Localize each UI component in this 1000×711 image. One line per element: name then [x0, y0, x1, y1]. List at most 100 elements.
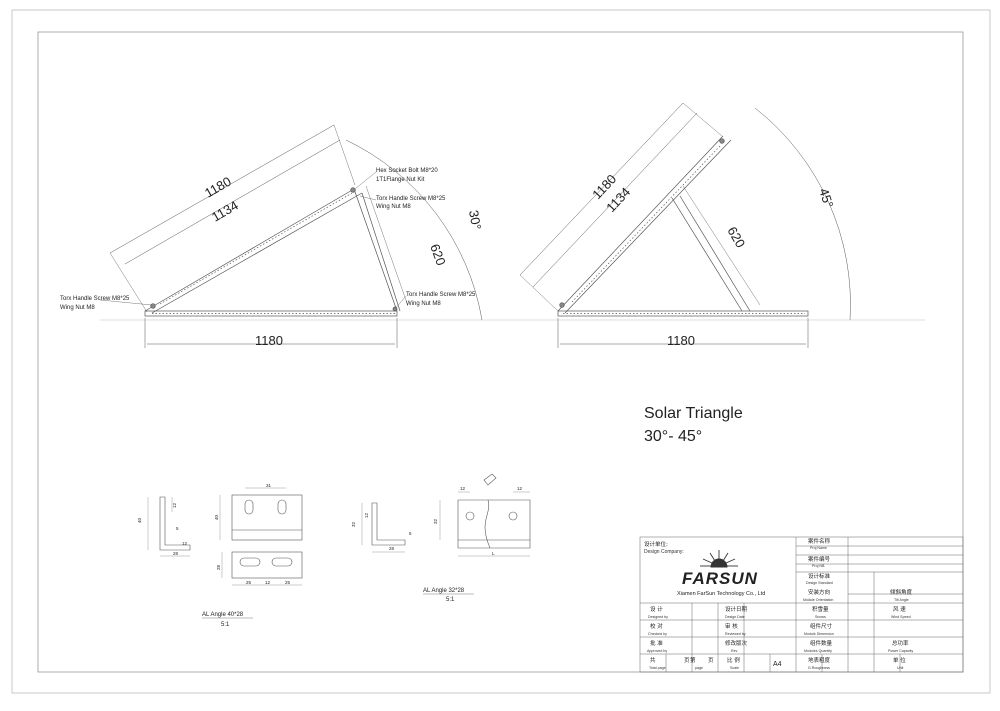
al40-dim-w: 12 [182, 541, 188, 546]
tb-rough-cn: 地表粗度 [808, 656, 831, 664]
note-torx-left: Torx Handle Screw M8*25 [60, 296, 130, 302]
tb-cell-en: Module Dimension [804, 632, 834, 636]
al32-dim-slot: 12 [364, 512, 369, 518]
tb-total-page-cn: 页 [684, 657, 690, 664]
tb-cell-en: Wind Speed [891, 615, 911, 619]
al40-dim-28: 28 [216, 564, 221, 570]
drawing-subtitle: 30°- 45° [644, 428, 702, 445]
right-triangle-assembly [519, 102, 851, 348]
tb-design-company-en: Design Company: [644, 549, 684, 555]
right-angle-dim: 45° [816, 186, 836, 209]
al40-dim-t: 5 [176, 526, 179, 531]
note-wing-top: Wing Nut M8 [376, 204, 411, 210]
tb-row-label-en: Proj Name [810, 546, 827, 550]
tb-tilt-en: Tilt Angle [894, 598, 909, 602]
tb-cell-en: Approved by [647, 649, 667, 653]
tb-company-name: Xiamen FarSun Technology Co., Ltd [677, 591, 765, 597]
tb-num-cn: 第 [690, 656, 696, 664]
al32-dim-t: 5 [409, 531, 412, 536]
al40-dim-31: 31 [266, 483, 272, 488]
detail-al-angle-40x28 [147, 487, 303, 586]
drawing-title: Solar Triangle [644, 405, 743, 422]
tb-cell-en: Checked by [648, 632, 667, 636]
note-wing-right: Wing Nut M8 [406, 301, 441, 307]
tb-design-company-cn: 设计单位: [644, 540, 668, 548]
outer-frame [11, 9, 991, 694]
tb-row-label-en: Design Standard [806, 581, 833, 585]
right-base-dim: 1180 [667, 333, 695, 348]
al32-dim-L: L [492, 551, 495, 556]
note-torx-right: Torx Handle Screw M8*25 [406, 292, 476, 298]
tb-row-label-en: Proj NB. [812, 564, 825, 568]
al40-dim-slot: 12 [172, 502, 177, 508]
al40-dim-40b: 40 [214, 514, 219, 520]
note-wing-left: Wing Nut M8 [60, 305, 95, 311]
tb-unit-cn: 单 位 [893, 656, 906, 664]
left-triangle-assembly [109, 124, 483, 348]
tb-scale-cn: 比 例 [727, 656, 740, 664]
tb-paper-size: A4 [773, 661, 782, 668]
title-block [639, 536, 964, 673]
tb-num-page-cn: 页 [708, 657, 714, 664]
tb-cell-en: Design Date [725, 615, 745, 619]
tb-cell-cn: 组件数量 [810, 639, 833, 647]
note-flange-kit: 1T1Flange Nut Kit [376, 177, 425, 183]
left-base-dim: 1180 [255, 333, 283, 348]
al40-label: AL Angle 40*28 [202, 612, 244, 618]
left-panel-rail [144, 188, 355, 312]
al40-dim-h: 40 [137, 517, 142, 523]
right-rear-leg [671, 197, 743, 312]
right-base-rail [557, 310, 809, 317]
note-hex-bolt: Hex Socket Bolt M8*20 [376, 168, 438, 174]
note-torx-top: Torx Handle Screw M8*25 [376, 196, 446, 202]
left-base-rail [144, 310, 398, 317]
right-panel-rail [557, 135, 724, 312]
left-leg-dim: 620 [427, 242, 449, 268]
tb-cell-cn: 积雪量 [812, 606, 829, 613]
tb-rough-en: G.Roughness [808, 666, 830, 670]
al32-dim-h: 32 [351, 521, 356, 527]
farsun-sun-icon [700, 550, 738, 568]
tb-cell-cn: 批 准 [650, 639, 663, 647]
tb-cell-cn: 审 核 [725, 622, 738, 630]
tb-scale-en: Scale [730, 666, 739, 670]
tb-row-label-cn: 设计标准 [808, 572, 831, 580]
tb-row-label-cn: 安装方向 [808, 588, 830, 596]
al40-dim-25b: 25 [285, 580, 291, 585]
tb-row-label-cn: 案件编号 [808, 555, 831, 563]
tb-cell-en: Reviewed by [725, 632, 746, 636]
tb-cell-cn: 总功率 [892, 639, 909, 647]
al32-dim-12a: 12 [460, 486, 466, 491]
tb-cell-cn: 组件尺寸 [810, 622, 833, 630]
al32-label: AL Angle 32*28 [423, 588, 465, 594]
tb-cell-en: Modules Quantity [804, 649, 832, 653]
right-leg-dim: 620 [724, 224, 748, 250]
tb-total-en: Total page [649, 666, 666, 670]
tb-cell-en: Designed by [648, 615, 668, 619]
inner-frame [37, 31, 964, 673]
tb-unit-en: Unit [897, 666, 903, 670]
tb-cell-cn: 风 速 [893, 606, 906, 613]
tb-cell-cn: 设计日期 [725, 605, 748, 613]
tb-cell-en: Snows [815, 615, 826, 619]
tb-row-label-cn: 案件名称 [808, 537, 831, 545]
al32-dim-12b: 12 [517, 486, 523, 491]
tb-cell-en: Rev [731, 649, 738, 653]
farsun-logo: FARSUN [682, 569, 758, 588]
left-rear-leg [353, 188, 398, 312]
tb-cell-cn: 设 计 [650, 605, 663, 613]
tb-total-cn: 共 [650, 656, 656, 664]
left-panel-inner-dim: 1134 [209, 198, 241, 225]
al32-dim-32: 32 [433, 518, 438, 524]
al40-scale: 5:1 [221, 622, 230, 628]
tb-project-rows: 案件名称 Proj Name 案件编号 Proj NB. 设计标准 Design… [803, 537, 833, 602]
tb-cell-en: Power Capacity [888, 649, 913, 653]
al40-dim-base: 28 [173, 551, 179, 556]
tb-cell-cn: 校 对 [650, 622, 663, 630]
detail-al-angle-32x28 [361, 473, 531, 557]
al40-dim-12: 12 [265, 580, 271, 585]
al32-dim-base: 28 [389, 546, 395, 551]
tb-num-en: page [695, 666, 703, 670]
